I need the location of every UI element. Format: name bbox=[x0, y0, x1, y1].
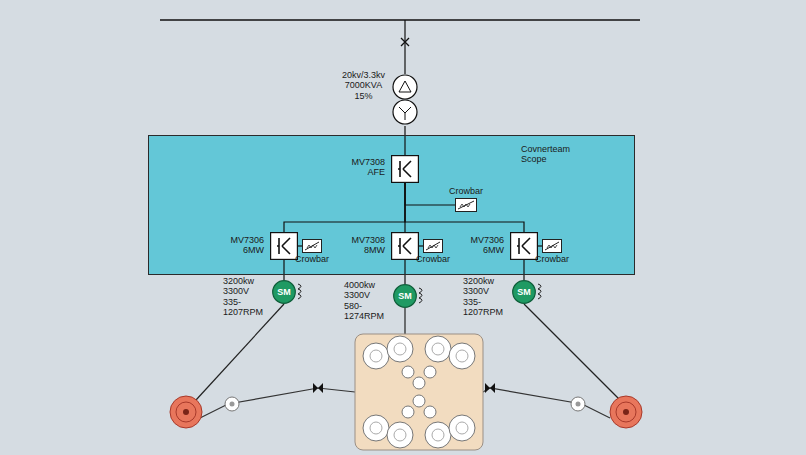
crowbar-box-outline bbox=[423, 239, 443, 253]
inverter-box-outline bbox=[270, 232, 298, 260]
guide-roll bbox=[571, 397, 585, 411]
connector-line bbox=[283, 260, 284, 280]
breaker-symbol bbox=[401, 38, 409, 46]
scope-fill bbox=[148, 135, 635, 275]
crowbar-label: Crowbar bbox=[535, 254, 569, 264]
inverter-box: MV7306 6MW bbox=[270, 232, 298, 260]
scope-region: Covnerteam ScopeMV7308 AFECrowbarMV7306 … bbox=[148, 135, 635, 275]
tension-marker bbox=[313, 383, 323, 393]
inverter-box: MV7306 6MW bbox=[510, 232, 538, 260]
roll-hubs bbox=[370, 343, 468, 441]
motor-label: SM bbox=[393, 284, 417, 308]
guide-roll-hub bbox=[576, 402, 581, 407]
converter-label: MV7306 6MW bbox=[470, 235, 504, 256]
inverter-box-outline bbox=[510, 232, 538, 260]
guide-roll bbox=[225, 397, 239, 411]
coiler-reel bbox=[610, 396, 642, 428]
motor-circle: SM3200kw 3300V 335- 1207RPM bbox=[272, 280, 296, 304]
drive-shaft bbox=[524, 304, 620, 400]
crowbar-label: Crowbar bbox=[416, 254, 450, 264]
crowbar-label: Crowbar bbox=[449, 186, 483, 196]
crowbar-box: Crowbar bbox=[423, 239, 443, 253]
motor-circle: SM4000kw 3300V 580- 1274RPM bbox=[393, 284, 417, 308]
crowbar-box: Crowbar bbox=[302, 239, 322, 253]
guide-roll-hub bbox=[230, 402, 235, 407]
coiler-reel bbox=[170, 396, 202, 428]
motor-circle: SM3200kw 3300V 335- 1207RPM bbox=[512, 280, 536, 304]
inverter-box: MV7308 8MW bbox=[391, 232, 419, 260]
motor-rating: 3200kw 3300V 335- 1207RPM bbox=[462, 276, 504, 317]
mill-rolls bbox=[363, 336, 475, 448]
encoder-symbol bbox=[538, 284, 541, 299]
connector-line bbox=[523, 260, 524, 280]
converter-label: MV7306 6MW bbox=[230, 235, 264, 256]
transformer-symbol: 20kv/3.3kv 7000KVA 15% bbox=[391, 74, 419, 126]
converter-box-outline bbox=[391, 155, 419, 183]
crowbar-box: Crowbar bbox=[455, 198, 477, 212]
converter-label: MV7308 AFE bbox=[351, 157, 385, 178]
encoder-symbol bbox=[298, 284, 301, 299]
tension-marker bbox=[485, 383, 495, 393]
connector-line bbox=[405, 183, 455, 205]
connector-line bbox=[405, 183, 524, 232]
crowbar-box-outline bbox=[455, 198, 477, 212]
crowbar-box-outline bbox=[542, 239, 562, 253]
motor-label: SM bbox=[512, 280, 536, 304]
transformer-symbol-outline bbox=[391, 74, 419, 126]
motor-rating: 3200kw 3300V 335- 1207RPM bbox=[222, 276, 264, 317]
inverter-box-outline bbox=[391, 232, 419, 260]
connector-line bbox=[404, 126, 405, 155]
connector-line bbox=[538, 245, 542, 246]
mill-stand bbox=[355, 334, 483, 450]
converter-label: MV7308 8MW bbox=[351, 235, 385, 256]
crowbar-box: Crowbar bbox=[542, 239, 562, 253]
connector-line bbox=[404, 260, 405, 284]
crowbar-box-outline bbox=[302, 239, 322, 253]
converter-box: MV7308 AFE bbox=[391, 155, 419, 183]
busbar bbox=[160, 19, 640, 20]
motor-rating: 4000kw 3300V 580- 1274RPM bbox=[343, 280, 385, 321]
drive-shaft bbox=[196, 304, 284, 400]
transformer-rating: 20kv/3.3kv 7000KVA 15% bbox=[342, 70, 385, 101]
motor-label: SM bbox=[272, 280, 296, 304]
scope-label: Covnerteam Scope bbox=[521, 144, 570, 165]
crowbar-label: Crowbar bbox=[295, 254, 329, 264]
drive-shaft bbox=[404, 308, 405, 334]
connector-line bbox=[419, 245, 423, 246]
connector-line bbox=[298, 245, 302, 246]
feeder-line bbox=[404, 20, 405, 74]
connector-line bbox=[284, 183, 405, 232]
encoder-symbol bbox=[419, 288, 422, 303]
